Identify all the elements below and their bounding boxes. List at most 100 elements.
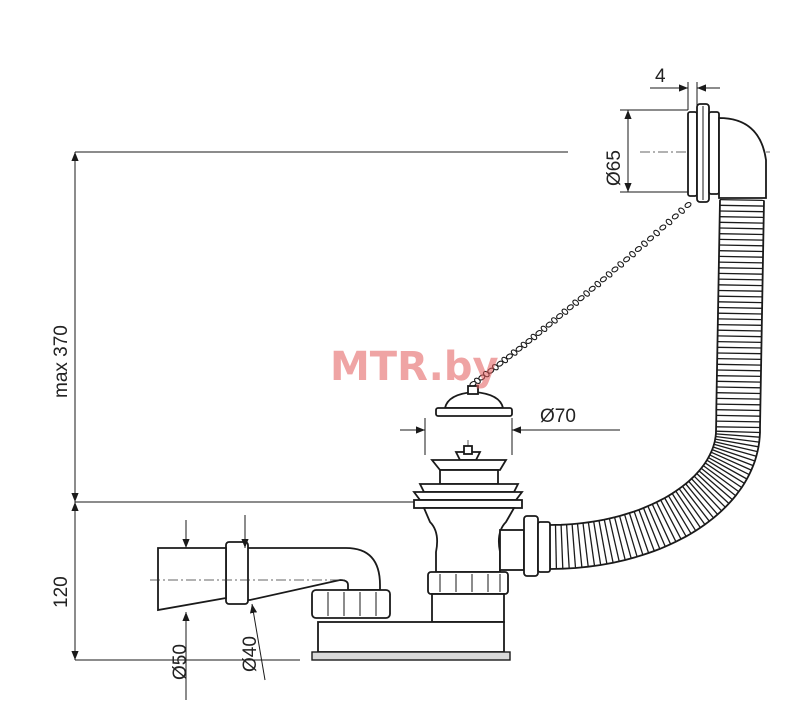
- trap-body: [422, 507, 516, 623]
- hose-rib: [681, 485, 710, 522]
- hose-rib: [717, 329, 762, 332]
- hose-rib: [718, 255, 764, 258]
- hose-rib: [717, 352, 762, 355]
- hose-rib: [633, 511, 650, 554]
- hose-rib: [719, 210, 764, 213]
- hose-rib: [698, 470, 733, 501]
- outlet-diameter-dimensions: Ø50 Ø40: [170, 515, 266, 700]
- hose-rib: [651, 503, 672, 545]
- hose-rib: [718, 295, 763, 298]
- chain-link: [577, 295, 585, 302]
- chain-link: [551, 317, 558, 324]
- hose-rib: [565, 524, 570, 569]
- outlet-elbow: [150, 541, 391, 619]
- overflow-offset-label: 4: [655, 66, 666, 87]
- hose-rib: [714, 441, 758, 453]
- hose-rib: [628, 512, 644, 556]
- hose-rib: [696, 473, 730, 504]
- chain-link: [641, 240, 648, 247]
- hose-rib: [717, 363, 762, 366]
- hose-rib: [719, 244, 764, 247]
- hose-rib: [587, 522, 596, 566]
- hose-rib: [700, 467, 737, 497]
- chain-link: [583, 290, 590, 297]
- hose-rib: [717, 340, 762, 344]
- hose-rib: [709, 454, 750, 476]
- chain-link: [617, 261, 625, 268]
- hose-rib: [702, 465, 740, 493]
- hose-rib: [718, 272, 763, 275]
- hose-rib: [719, 238, 764, 241]
- hose-rib: [716, 375, 761, 378]
- chain-link: [678, 207, 685, 214]
- overflow-diameter-label: Ø65: [604, 150, 625, 186]
- hose-rib: [715, 438, 759, 448]
- outlet-inner-label: Ø40: [240, 636, 261, 672]
- hose-rib: [718, 267, 763, 270]
- chain-link: [623, 256, 631, 263]
- hose-rib: [715, 435, 760, 443]
- hose-rib: [718, 278, 763, 281]
- chain-link: [505, 353, 513, 360]
- hose-rib: [613, 517, 626, 561]
- chain-link: [572, 299, 580, 306]
- hose-wall: [550, 200, 765, 570]
- hose-rib: [664, 497, 687, 537]
- hose-rib: [719, 198, 765, 202]
- chain-link: [659, 224, 667, 231]
- hose-rib: [688, 480, 719, 515]
- hose-rib: [719, 221, 764, 224]
- overflow-dimensions: 4 Ø65: [604, 66, 770, 193]
- hose-rib: [717, 312, 763, 315]
- hose-rib: [717, 335, 762, 338]
- hose-connector: [499, 515, 551, 577]
- hose-rib: [717, 357, 762, 361]
- hose-rib: [716, 403, 761, 406]
- hose-rib: [718, 301, 763, 304]
- hose-rib: [718, 306, 763, 309]
- chain-link: [566, 304, 574, 311]
- hose-rib: [716, 420, 761, 423]
- trap-height-label: 120: [51, 576, 72, 608]
- hose-rib: [719, 216, 764, 219]
- hose-rib: [719, 204, 764, 207]
- chain-link: [611, 266, 619, 273]
- hose-rib: [693, 475, 726, 508]
- hose-rib: [716, 409, 761, 412]
- chain-link: [653, 229, 660, 237]
- hose-rib: [718, 289, 763, 292]
- chain-link: [525, 337, 533, 345]
- chain-link: [588, 285, 596, 292]
- hose-rib: [571, 524, 577, 569]
- chain-link: [556, 313, 564, 320]
- hose-rib: [719, 250, 764, 253]
- hose-rib: [712, 446, 756, 462]
- trap-base: [311, 621, 511, 661]
- chain-link: [510, 349, 518, 356]
- hose-rib: [685, 483, 715, 519]
- hose-rib: [718, 284, 763, 287]
- plug: [435, 385, 513, 417]
- chain-link: [665, 218, 673, 226]
- hose-rib: [647, 505, 666, 547]
- plug-diameter-label: Ø70: [540, 406, 576, 427]
- hose-rib: [704, 462, 743, 489]
- chain-link: [629, 250, 636, 258]
- chain-link: [515, 345, 523, 352]
- chain-link: [561, 308, 569, 315]
- corrugated-hose: [549, 198, 765, 570]
- hose-rib: [618, 515, 632, 559]
- hose-rib: [638, 509, 655, 552]
- chain-link: [535, 329, 543, 337]
- hose-rib: [718, 261, 763, 264]
- chain-link: [501, 356, 509, 364]
- hose-rib: [691, 478, 723, 512]
- hose-rib: [711, 448, 754, 467]
- plug-diameter-dimension: Ø70: [400, 406, 620, 455]
- watermark: MTR.by: [330, 344, 499, 390]
- chain-link: [520, 341, 528, 349]
- chain-link: [599, 276, 607, 283]
- hose-rib: [716, 397, 761, 400]
- hose-rib: [716, 426, 761, 429]
